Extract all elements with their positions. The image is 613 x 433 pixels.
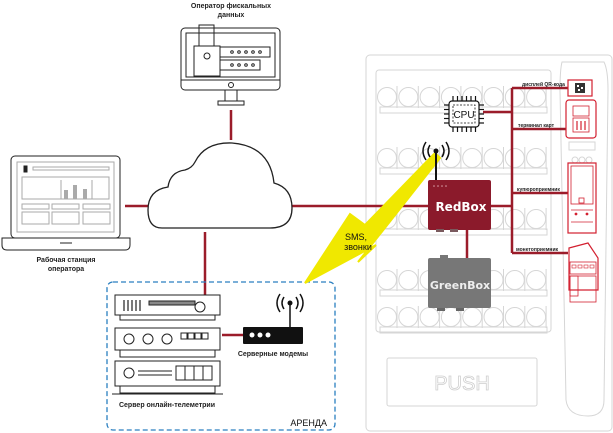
app-bar-chart xyxy=(64,185,87,199)
workstation-label-2: оператора xyxy=(48,266,84,273)
greenbox-body xyxy=(428,258,491,308)
product-slot xyxy=(419,87,440,107)
monitor-neck xyxy=(224,89,238,103)
product-slot xyxy=(504,270,525,290)
monitor-stand xyxy=(217,100,245,106)
product-slot xyxy=(526,307,547,327)
cpu-pins xyxy=(444,96,484,132)
push-flap xyxy=(386,357,538,407)
cpu-body xyxy=(448,100,480,128)
greenbox xyxy=(428,255,491,311)
coin-acceptor-body xyxy=(568,242,599,291)
product-slot xyxy=(398,87,419,107)
redbox-signal-icon xyxy=(422,141,450,161)
safe-handle xyxy=(198,24,215,46)
product-slot xyxy=(377,270,397,290)
card-terminal-label: терминал карт xyxy=(518,123,555,129)
monitor-button xyxy=(228,82,234,88)
fiscal-operator-monitor xyxy=(180,24,281,106)
bill-acceptor-label: купюроприемник xyxy=(517,187,560,193)
product-window xyxy=(375,69,552,333)
telemetry-server-rack xyxy=(112,294,223,395)
server-label: Сервер онлайн-телеметрии xyxy=(119,401,215,409)
product-slot xyxy=(419,307,440,327)
card-terminal xyxy=(565,99,597,139)
modem-body xyxy=(243,327,303,344)
sms-label-1: SMS, xyxy=(345,232,367,242)
control-panel xyxy=(559,61,609,417)
qr-display-label: дисплей QR-кода xyxy=(522,81,565,88)
product-slot xyxy=(398,307,419,327)
rent-zone-label: АРЕНДА xyxy=(290,418,327,428)
shelf xyxy=(379,167,548,175)
product-slot xyxy=(504,209,525,229)
cpu-chip xyxy=(444,96,484,132)
cpu-label: CPU xyxy=(453,110,474,121)
product-slot xyxy=(504,148,525,168)
product-slot xyxy=(504,307,525,327)
product-slot xyxy=(483,307,504,327)
modems-label: Серверные модемы xyxy=(238,351,308,358)
qr-code-icon xyxy=(575,83,585,93)
product-slot xyxy=(526,209,547,229)
qr-display xyxy=(567,79,593,97)
coin-acceptor-label: монетоприемник xyxy=(516,247,559,253)
product-slot xyxy=(398,148,419,168)
redbox-body xyxy=(428,180,491,230)
modem-signal-icon xyxy=(276,293,304,313)
product-slot xyxy=(398,209,419,229)
redbox-label: RedBox xyxy=(435,200,486,214)
product-slot xyxy=(398,270,419,290)
operator-laptop xyxy=(1,155,131,251)
product-slot xyxy=(377,148,397,168)
product-slot xyxy=(526,148,547,168)
rent-zone-border xyxy=(106,281,336,431)
app-header-bar xyxy=(32,166,110,171)
cloud-icon xyxy=(147,142,293,229)
product-slot xyxy=(483,148,504,168)
product-slot xyxy=(526,87,547,107)
workstation-label-1: Рабочая станция xyxy=(36,256,95,264)
links xyxy=(125,86,568,337)
product-slot xyxy=(462,307,483,327)
app-logo-icon xyxy=(23,165,28,173)
keyhole-icon xyxy=(203,52,211,60)
product-slot xyxy=(377,307,397,327)
product-slot xyxy=(504,87,525,107)
safe-icon xyxy=(193,45,221,77)
laptop-base xyxy=(1,237,131,251)
card-terminal-body xyxy=(565,99,597,139)
redbox xyxy=(428,180,491,232)
push-label: PUSH xyxy=(434,373,490,395)
product-slot xyxy=(483,87,504,107)
redbox-antenna xyxy=(422,141,450,180)
bill-acceptor xyxy=(567,162,597,234)
sms-lightning-bolt xyxy=(304,151,442,284)
product-slot xyxy=(526,270,547,290)
shelf xyxy=(379,326,548,334)
product-slot xyxy=(462,148,483,168)
server-modem xyxy=(243,293,304,344)
greenbox-label: GreenBox xyxy=(430,279,490,292)
sms-label-2: звонки xyxy=(344,242,372,252)
fiscal-operator-label-2: данных xyxy=(218,12,245,19)
product-slot xyxy=(377,87,397,107)
coin-acceptor xyxy=(568,242,599,303)
fiscal-operator-label-1: Оператор фискальных xyxy=(191,3,271,10)
